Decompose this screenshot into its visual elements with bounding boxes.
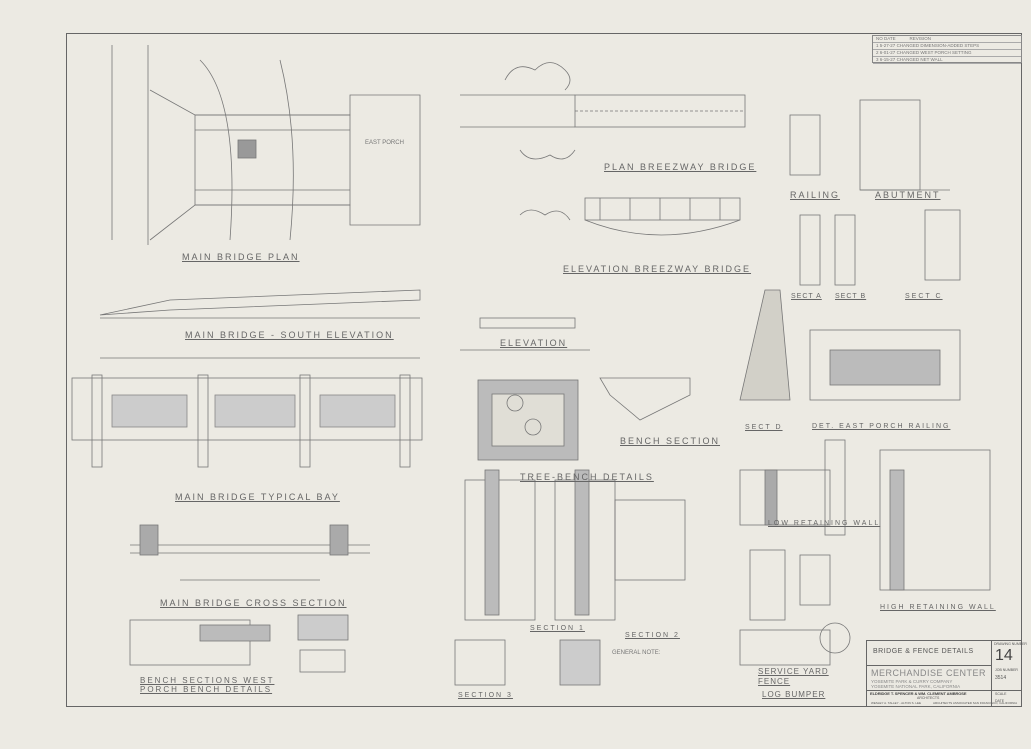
label-east-porch: EAST PORCH (365, 140, 404, 146)
label-plan-breezway: PLAN BREEZWAY BRIDGE (604, 162, 757, 172)
label-high-retaining-wall: HIGH RETAINING WALL (880, 604, 996, 611)
cross-section-drawing (130, 524, 370, 581)
date-label: DATE (995, 699, 1005, 703)
rev-no: 2 (876, 50, 879, 55)
tree-bench-drawing (460, 317, 691, 461)
label-service-yard-fence: SERVICE YARD FENCE (758, 667, 829, 686)
label-sect-a: SECT A (791, 293, 822, 300)
title-block: BRIDGE & FENCE DETAILS DRAWING NUMBER 14… (866, 640, 1027, 707)
architects: ELDRIDGE T. SPENCER & WM. CLEMENT AMBROS… (870, 691, 967, 696)
scale-label: SCALE (995, 692, 1007, 696)
rev-header-no: NO (876, 36, 883, 41)
rev-no: 1 (876, 43, 879, 48)
label-bench-section: BENCH SECTION (620, 436, 721, 446)
revision-row: 3 6-15-27 CHANGED NET WALL (873, 57, 1021, 64)
label-low-retaining-wall: LOW RETAINING WALL (768, 520, 881, 527)
revision-block: NO DATE REVISION 1 5-27-27 CHANGED DIMEN… (872, 35, 1022, 64)
drawing-number: 14 (995, 647, 1013, 664)
label-sect-d: SECT D (745, 424, 783, 431)
sheet-border (66, 33, 1022, 707)
rev-text: CHANGED NET WALL (896, 57, 943, 62)
label-cross-section: MAIN BRIDGE CROSS SECTION (160, 598, 347, 608)
client-name: YOSEMITE PARK & CURRY COMPANY (871, 679, 953, 684)
rev-date: 6-15-27 (879, 57, 896, 62)
label-elevation-breezway: ELEVATION BREEZWAY BRIDGE (563, 264, 752, 274)
label-typical-bay: MAIN BRIDGE TYPICAL BAY (175, 492, 340, 502)
label-tree-bench: TREE-BENCH DETAILS (520, 472, 654, 482)
rev-text: CHANGED DIMENSION-ADDED STEPS (896, 43, 980, 48)
associates-right: ARCHITECTS ASSOCIATED SAN FRANCISCO, CAL… (933, 701, 1018, 705)
job-number: 3514 (995, 675, 1007, 681)
sections-drawing (454, 469, 686, 686)
drawing-number-label: DRAWING NUMBER (994, 642, 1027, 646)
south-elevation-drawing (99, 289, 421, 319)
label-section-3: SECTION 3 (458, 692, 513, 699)
label-abutment: ABUTMENT (875, 190, 941, 200)
label-section-2: SECTION 2 (625, 632, 680, 639)
label-log-bumper: LOG BUMPER (762, 690, 826, 699)
sheet-title: BRIDGE & FENCE DETAILS (873, 648, 974, 655)
breezway-plan-drawing (460, 62, 746, 160)
label-section-1: SECTION 1 (530, 625, 585, 632)
label-elevation: ELEVATION (500, 338, 568, 348)
west-porch-bench-drawing (129, 614, 349, 673)
label-east-porch-railing: DET. EAST PORCH RAILING (812, 423, 951, 430)
rev-date: 5-27-27 (879, 43, 896, 48)
typical-bay-drawing (71, 357, 423, 468)
rev-header-date: DATE (884, 36, 896, 41)
label-sect-c: SECT C (905, 293, 943, 300)
main-bridge-plan-drawing (111, 45, 421, 245)
architects-sub: ARCHITECTS (917, 696, 940, 700)
label-south-elevation: MAIN BRIDGE - SOUTH ELEVATION (185, 330, 394, 340)
rev-date: 6-01-27 (879, 50, 896, 55)
label-railing: RAILING (790, 190, 841, 200)
right-details-drawing (739, 99, 991, 666)
rev-text: CHANGED WEST PORCH SETTING (896, 50, 972, 55)
rev-header-revision: REVISION (909, 36, 931, 41)
associates-left: WESLEY A. TALLEY - ALTON S. LEE (871, 701, 922, 705)
label-sect-b: SECT B (835, 293, 867, 300)
revision-row: 2 6-01-27 CHANGED WEST PORCH SETTING (873, 50, 1021, 57)
label-west-porch: BENCH SECTIONS WEST PORCH BENCH DETAILS (140, 676, 275, 694)
label-main-bridge-plan: MAIN BRIDGE PLAN (182, 252, 300, 262)
general-note: GENERAL NOTE: (612, 650, 661, 656)
revision-row: 1 5-27-27 CHANGED DIMENSION-ADDED STEPS (873, 43, 1021, 50)
breezway-elevation-drawing (519, 197, 741, 236)
rev-no: 3 (876, 57, 879, 62)
job-number-label: JOB NUMBER (995, 668, 1018, 672)
project-name: MERCHANDISE CENTER (871, 668, 987, 678)
project-location: YOSEMITE NATIONAL PARK, CALIFORNIA (871, 684, 961, 689)
